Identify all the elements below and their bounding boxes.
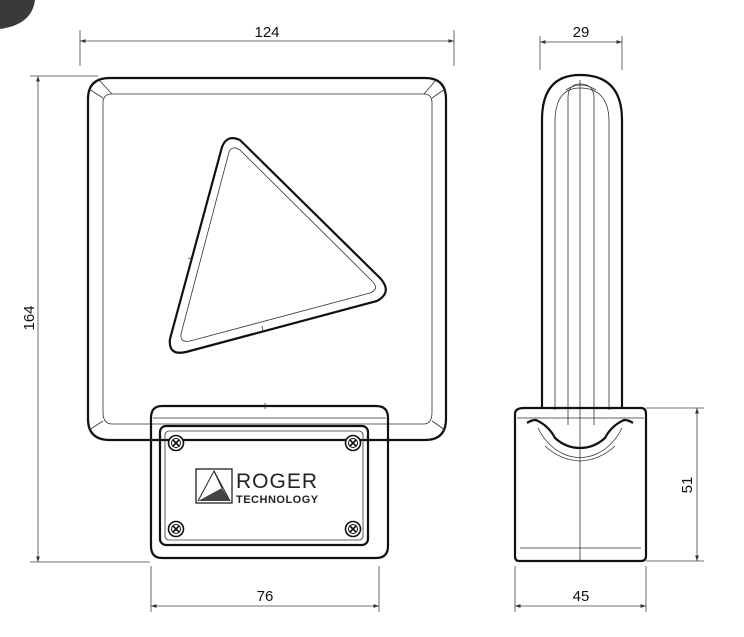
dimension-76: 76	[150, 566, 380, 612]
triangle-lens-outer	[168, 137, 387, 354]
front-housing-inner	[102, 93, 433, 425]
side-cradle	[526, 418, 634, 450]
label-plate	[158, 424, 370, 547]
dim-label-side-base-height: 51	[679, 477, 696, 494]
dimension-51: 51	[646, 407, 704, 562]
front-base-outer	[149, 404, 390, 560]
screw-icon	[344, 520, 362, 538]
front-view: ROGER TECHNOLOGY	[86, 76, 448, 560]
front-housing-outer	[86, 76, 448, 442]
side-base-outer	[513, 406, 648, 563]
corner-badge	[0, 0, 35, 29]
triangle-lens-inner	[180, 147, 376, 342]
dim-label-side-base-depth: 45	[573, 588, 590, 605]
screw-icon	[167, 520, 185, 538]
dim-label-front-height: 164	[21, 305, 38, 330]
side-view	[513, 73, 648, 563]
dim-label-front-width: 124	[254, 24, 279, 41]
roger-logo-icon	[195, 468, 233, 504]
dimension-124: 124	[79, 24, 455, 66]
dim-label-base-width: 76	[257, 588, 274, 605]
logo-brand-text: ROGER	[236, 470, 318, 493]
screw-icon	[344, 434, 362, 452]
screw-icon	[167, 434, 185, 452]
dim-label-side-depth: 29	[573, 24, 590, 41]
side-profile-outer	[540, 73, 624, 408]
dimension-164: 164	[21, 75, 150, 563]
dimension-45: 45	[514, 566, 647, 612]
logo-subtitle-text: TECHNOLOGY	[236, 494, 319, 506]
dimension-29: 29	[539, 24, 623, 70]
